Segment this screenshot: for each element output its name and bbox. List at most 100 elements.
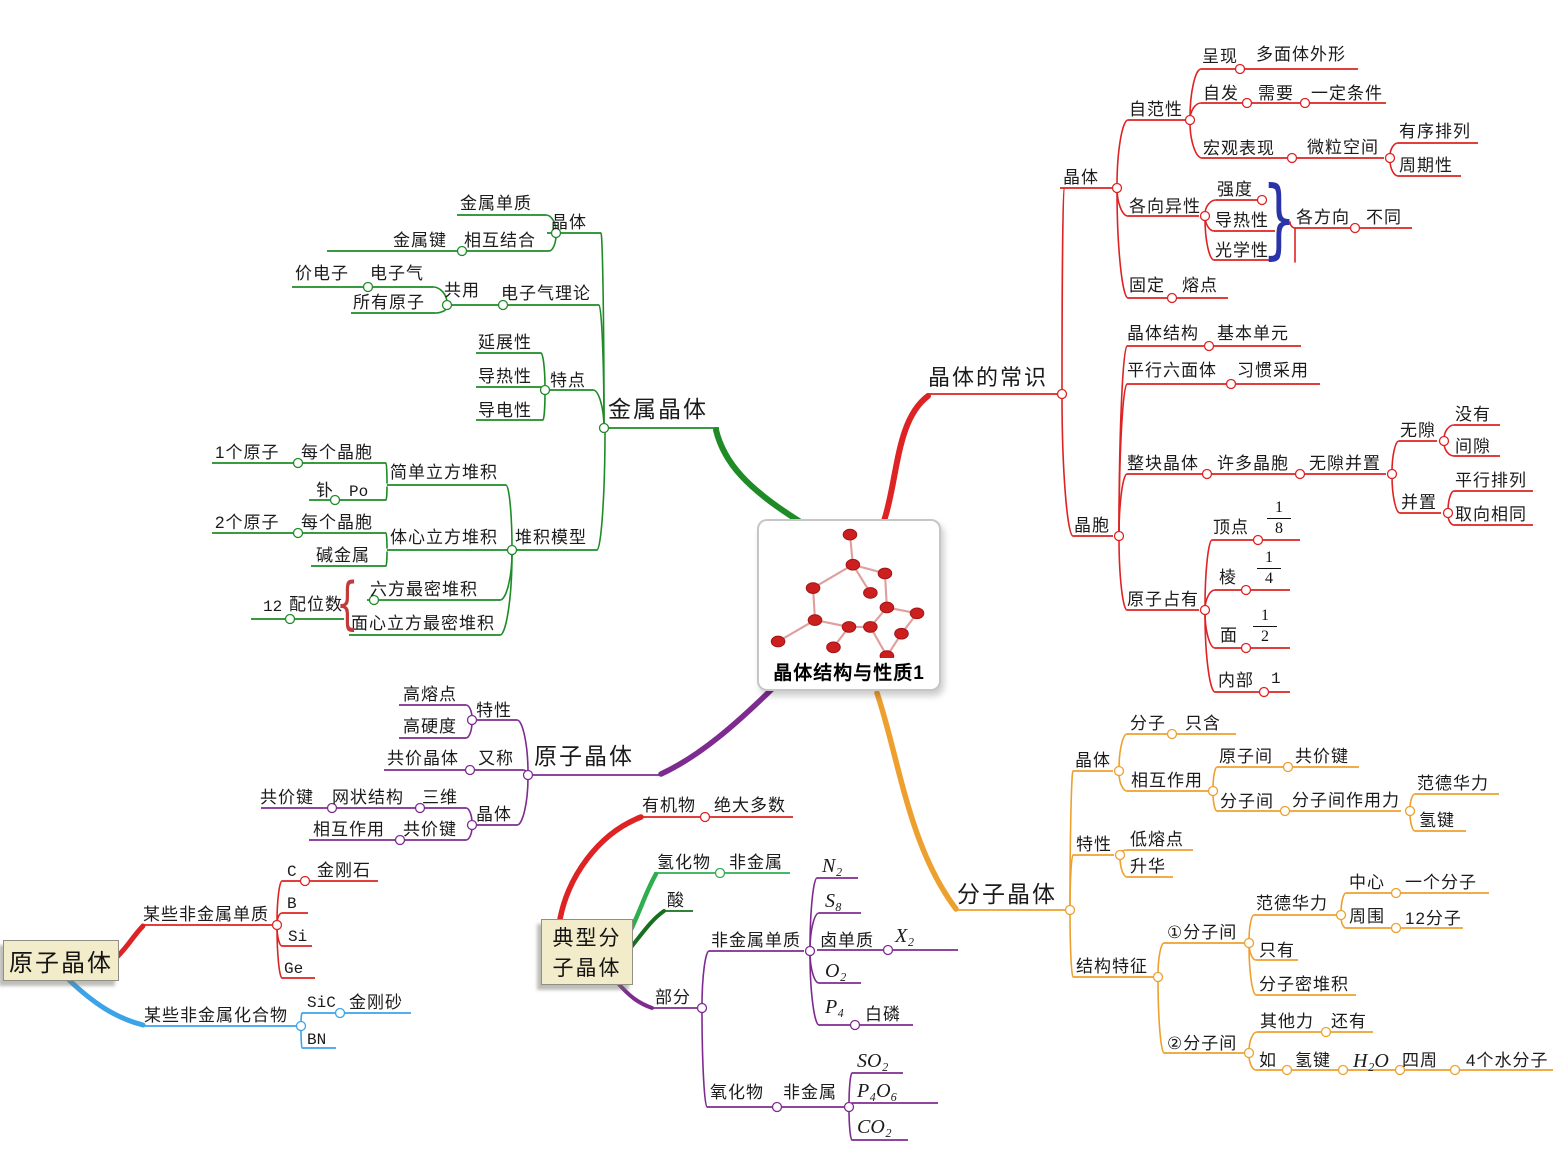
node-label[interactable]: 金属单质	[460, 194, 532, 213]
node-label[interactable]: SiC	[307, 994, 336, 1012]
node-label[interactable]: 非金属	[783, 1083, 837, 1102]
node-label[interactable]: 体心立方堆积	[390, 528, 498, 547]
node-label[interactable]: 中心	[1349, 873, 1385, 892]
node-label[interactable]: 分子	[1130, 714, 1166, 733]
node-label[interactable]: 自范性	[1129, 100, 1183, 119]
node-label[interactable]: 氧化物	[710, 1083, 764, 1102]
node-label[interactable]: 如	[1259, 1051, 1277, 1070]
node-label[interactable]: 只含	[1185, 714, 1221, 733]
node-label[interactable]: 又称	[478, 749, 514, 768]
node-label[interactable]: 无隙并置	[1309, 454, 1381, 473]
node-label[interactable]: 价电子	[295, 264, 349, 283]
node-label[interactable]: 所有原子	[353, 293, 425, 312]
main-crystal-knowledge[interactable]: 晶体的常识	[928, 365, 1049, 390]
node-label[interactable]: 特性	[476, 701, 512, 720]
node-label[interactable]: 基本单元	[1217, 324, 1289, 343]
node-label[interactable]: 非金属单质	[711, 931, 801, 950]
node-label[interactable]: 一个分子	[1405, 873, 1477, 892]
node-label[interactable]: 分子间	[1220, 792, 1274, 811]
node-label[interactable]: 顶点	[1213, 518, 1249, 537]
node-label[interactable]: 还有	[1331, 1012, 1367, 1031]
node-label[interactable]: 一定条件	[1311, 84, 1383, 103]
node-label[interactable]: 平行排列	[1455, 471, 1527, 490]
node-label[interactable]: 需要	[1258, 84, 1294, 103]
node-label[interactable]: 特点	[550, 371, 586, 390]
node-label[interactable]: 金属键	[393, 231, 447, 250]
node-label[interactable]: 棱	[1219, 568, 1237, 587]
typical-molecular-box[interactable]: 典型分子晶体	[541, 919, 633, 985]
node-label[interactable]: 酸	[667, 891, 685, 910]
node-label[interactable]: 低熔点	[1130, 830, 1184, 849]
node-label[interactable]: 强度	[1217, 180, 1253, 199]
node-label[interactable]: 相互作用	[313, 820, 385, 839]
node-label[interactable]: 呈现	[1202, 47, 1238, 66]
node-label[interactable]: 取向相同	[1455, 505, 1527, 524]
node-label[interactable]: 周围	[1349, 907, 1385, 926]
node-label[interactable]: 晶体	[1075, 751, 1111, 770]
node-label[interactable]: 周期性	[1399, 156, 1453, 175]
node-label[interactable]: 部分	[655, 988, 691, 1007]
node-label[interactable]: 间隙	[1455, 437, 1491, 456]
node-label[interactable]: 配位数	[289, 595, 343, 614]
node-label[interactable]: 共价键	[403, 820, 457, 839]
node-label[interactable]: 导电性	[478, 401, 532, 420]
node-label[interactable]: 4个水分子	[1466, 1051, 1549, 1070]
node-label[interactable]: 无隙	[1400, 421, 1436, 440]
node-label[interactable]: S₈	[825, 890, 842, 912]
node-label[interactable]: 相互结合	[464, 231, 536, 250]
node-label[interactable]: ①分子间	[1167, 923, 1238, 942]
node-label[interactable]: N₂	[822, 855, 843, 877]
node-label[interactable]: 高硬度	[403, 717, 457, 736]
node-label[interactable]: 习惯采用	[1237, 361, 1309, 380]
node-label[interactable]: 有机物	[642, 796, 696, 815]
node-label[interactable]: 共价晶体	[387, 749, 459, 768]
node-label[interactable]: 堆积模型	[515, 528, 587, 547]
node-label[interactable]: 多面体外形	[1256, 45, 1346, 64]
node-label[interactable]: 不同	[1366, 208, 1402, 227]
node-label[interactable]: Po	[349, 483, 369, 501]
main-atomic-crystal[interactable]: 原子晶体	[534, 743, 634, 769]
node-label[interactable]: 12	[263, 598, 283, 616]
node-label[interactable]: 自发	[1203, 84, 1239, 103]
node-label[interactable]: 某些非金属单质	[143, 905, 269, 924]
node-label[interactable]: 绝大多数	[714, 796, 786, 815]
node-label[interactable]: 固定	[1129, 276, 1165, 295]
node-label[interactable]: 升华	[1130, 857, 1166, 876]
node-label[interactable]: 光学性	[1215, 241, 1269, 260]
node-label[interactable]: 金刚石	[317, 861, 371, 880]
node-label[interactable]: 碱金属	[316, 546, 370, 565]
node-label[interactable]: 氢键	[1419, 811, 1455, 830]
node-label[interactable]: 微粒空间	[1307, 138, 1379, 157]
node-label[interactable]: 晶胞	[1074, 516, 1110, 535]
node-label[interactable]: 熔点	[1182, 276, 1218, 295]
node-label[interactable]: 共价键	[1295, 747, 1349, 766]
node-label[interactable]: 每个晶胞	[301, 513, 373, 532]
node-label[interactable]: BN	[307, 1031, 327, 1049]
node-label[interactable]: 没有	[1455, 405, 1491, 424]
node-label[interactable]: 晶体	[551, 213, 587, 232]
node-label[interactable]: 简单立方堆积	[390, 463, 498, 482]
node-label[interactable]: 晶体	[1063, 168, 1099, 187]
node-label[interactable]: 分子密堆积	[1259, 975, 1349, 994]
node-label[interactable]: 分子间作用力	[1292, 791, 1400, 810]
node-label[interactable]: C	[287, 863, 297, 881]
node-label[interactable]: P₄	[825, 996, 845, 1018]
node-label[interactable]: 原子占有	[1127, 590, 1199, 609]
node-label[interactable]: 范德华力	[1417, 774, 1489, 793]
node-label[interactable]: 并置	[1401, 493, 1437, 512]
node-label[interactable]: 钋	[316, 481, 334, 500]
node-label[interactable]: 其他力	[1260, 1012, 1314, 1031]
node-label[interactable]: 各向异性	[1129, 197, 1201, 216]
node-label[interactable]: 12分子	[1405, 909, 1462, 928]
node-label[interactable]: 氢键	[1295, 1051, 1331, 1070]
node-label[interactable]: Ge	[284, 960, 304, 978]
node-label[interactable]: 宏观表现	[1203, 139, 1275, 158]
node-label[interactable]: 非金属	[729, 853, 783, 872]
node-label[interactable]: 导热性	[1215, 211, 1269, 230]
main-metal-crystal[interactable]: 金属晶体	[608, 396, 708, 422]
node-label[interactable]: 每个晶胞	[301, 443, 373, 462]
node-label[interactable]: O₂	[825, 960, 847, 982]
node-label[interactable]: CO₂	[857, 1116, 892, 1138]
